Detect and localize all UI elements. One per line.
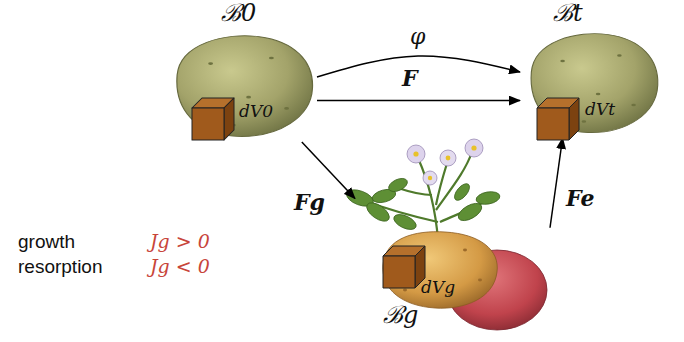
leaf: [392, 211, 419, 232]
mapping-arrow: [317, 56, 520, 77]
potato-body: ℬ0dV0: [165, 30, 317, 142]
leaf: [475, 190, 501, 206]
potato-eye: [208, 62, 213, 65]
plant-flowers: [407, 139, 483, 185]
flower: [440, 150, 456, 166]
leaf: [364, 199, 393, 225]
cube-front: [537, 108, 569, 140]
flower: [407, 145, 425, 163]
volume-cube: [192, 98, 234, 140]
potato-eye: [463, 249, 467, 252]
potato-eye: [284, 107, 289, 110]
plant-leaves: [344, 176, 500, 233]
mapping-arrow: [550, 138, 563, 228]
cube-front: [192, 108, 224, 140]
potato-eye: [596, 93, 601, 96]
map-symbol: Fg: [294, 190, 325, 215]
stem: [418, 158, 438, 240]
leaf: [387, 176, 410, 194]
growth-label: growth: [18, 231, 75, 253]
cube-front: [383, 256, 415, 288]
potato-eye: [617, 54, 622, 57]
potato-body: ℬtdVt: [520, 28, 662, 138]
map-symbol: F: [402, 66, 418, 91]
volume-cube: [537, 98, 579, 140]
map-symbol: Fe: [566, 186, 594, 211]
cube-side: [224, 98, 234, 140]
potato-eye: [631, 104, 636, 107]
potato-eye: [560, 60, 565, 63]
flux-condition: Jg < 0: [150, 256, 210, 278]
potato-eye: [582, 120, 587, 123]
yellow-potato: [383, 232, 497, 309]
flower: [423, 171, 437, 185]
map-symbol: φ: [410, 24, 425, 49]
volume-label: dVt: [585, 100, 615, 120]
leaf: [452, 181, 473, 203]
potato-body: ℬgdVg: [355, 140, 550, 335]
resorption-label: resorption: [18, 256, 103, 278]
volume-label: dVg: [421, 278, 455, 298]
stem: [398, 188, 432, 195]
flux-condition: Jg > 0: [150, 231, 210, 253]
plant-stems: [362, 152, 488, 240]
potato-eye: [478, 279, 482, 282]
potato-eye: [246, 96, 251, 99]
potato-outline: [520, 28, 662, 138]
potato-outline: [165, 30, 317, 142]
volume-label: dV0: [239, 102, 273, 122]
body-label: ℬ0: [221, 0, 256, 28]
flower: [465, 139, 483, 157]
potato-eye: [403, 289, 407, 292]
volume-cube: [383, 246, 425, 288]
body-label: ℬg: [383, 302, 418, 330]
potato-eye: [269, 57, 274, 60]
mapping-arrow: [317, 100, 520, 102]
body-label: ℬt: [553, 0, 583, 28]
stem: [436, 160, 448, 205]
cube-side: [569, 98, 579, 140]
